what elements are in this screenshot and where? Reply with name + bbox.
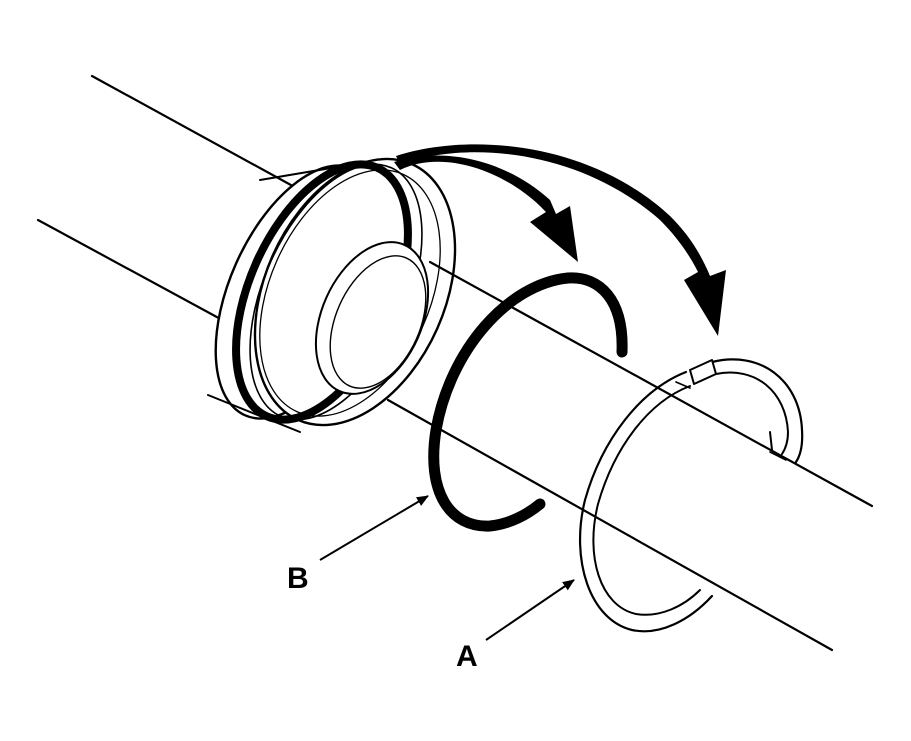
shaft-far-top-edge: [90, 74, 302, 192]
bearing-hub: [207, 157, 457, 433]
shaft-near-bottom-edge: [386, 398, 834, 652]
leader-lines: [319, 495, 575, 641]
leader-line-b: [319, 495, 429, 561]
shaft-far-bottom-edge: [36, 218, 228, 324]
hub-inner-recess: [314, 241, 430, 395]
seal-ring-a: [578, 358, 804, 633]
shaft-near-top-edge: [428, 260, 874, 508]
callout-label-b: B: [287, 562, 309, 595]
leader-line-a: [485, 579, 575, 641]
seal-ring-a-outer: [578, 370, 714, 633]
seal-ring-a-step-joint: [689, 359, 717, 385]
seal-ring-a-back: [710, 358, 804, 464]
callout-label-a: A: [456, 640, 478, 673]
seal-ring-b: [428, 272, 628, 532]
seal-ring-a-inner: [592, 385, 701, 616]
shaft: [36, 74, 302, 324]
seal-ring-b-body: [428, 272, 628, 532]
